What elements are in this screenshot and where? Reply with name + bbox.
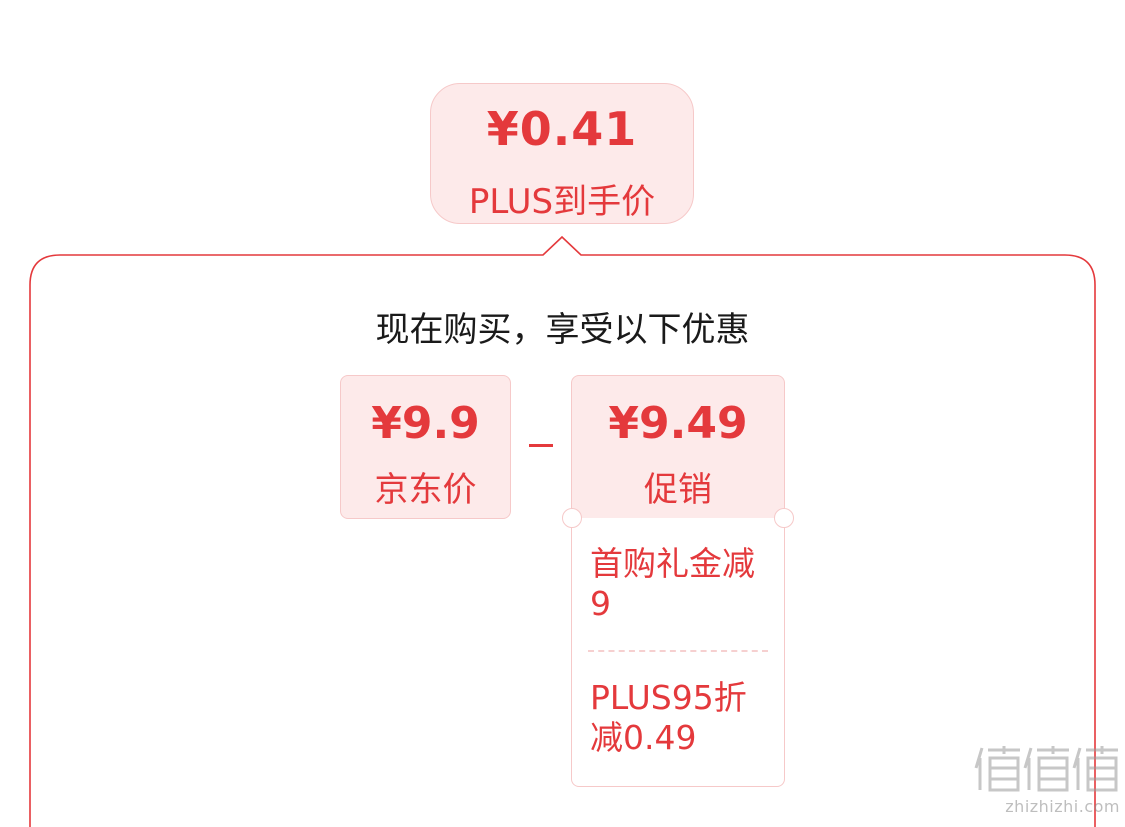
jd-price-card: ¥9.9 京东价 [340, 375, 511, 519]
promotion-item-plus-discount: PLUS95折减0.49 [590, 678, 747, 757]
promotion-details-list: 首购礼金减9 PLUS95折减0.49 [562, 508, 794, 787]
minus-operator [529, 444, 553, 447]
site-watermark: zhizhizhi.com [974, 742, 1120, 827]
promotion-item-first-purchase: 首购礼金减9 [590, 544, 755, 623]
promotion-amount: ¥9.49 [608, 398, 748, 449]
watermark-logo [974, 746, 1118, 792]
ticket-notch-left [562, 508, 582, 528]
promotion-divider [588, 650, 768, 652]
promotion-label: 促销 [644, 470, 712, 510]
final-price-bubble: ¥0.41 PLUS到手价 [430, 83, 694, 224]
watermark-url: zhizhizhi.com [1005, 797, 1120, 816]
jd-price-label: 京东价 [374, 470, 477, 510]
final-price-label: PLUS到手价 [468, 182, 656, 222]
ticket-notch-right [774, 508, 794, 528]
jd-price-amount: ¥9.9 [371, 398, 480, 449]
panel-heading: 现在购买，享受以下优惠 [375, 310, 750, 350]
promotion-card: ¥9.49 促销 [571, 375, 785, 519]
final-price-amount: ¥0.41 [486, 102, 638, 156]
